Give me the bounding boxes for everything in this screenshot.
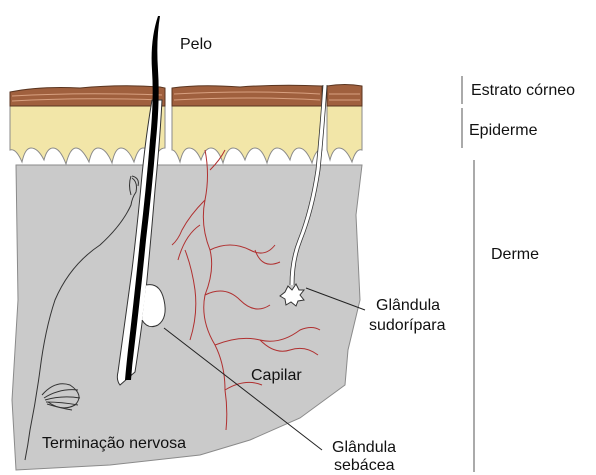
- stratum-corneum-right: [327, 85, 362, 107]
- label-glandula-sebacea-line1: Glândula: [332, 439, 396, 456]
- stratum-corneum-left: [10, 86, 165, 106]
- label-glandula-sebacea-line2: sebácea: [334, 457, 395, 474]
- label-derme: Derme: [491, 246, 539, 263]
- label-glandula-sudoripara-line2: sudorípara: [369, 317, 446, 334]
- epidermis-layer-right: [327, 106, 362, 162]
- epidermis-layer-left: [10, 106, 165, 164]
- label-estrato-corneo: Estrato córneo: [471, 82, 575, 99]
- label-epiderme: Epiderme: [469, 122, 538, 139]
- label-terminacao-nervosa: Terminação nervosa: [42, 435, 186, 452]
- label-pelo: Pelo: [180, 36, 212, 53]
- label-glandula-sudoripara-line1: Glândula: [376, 297, 440, 314]
- stratum-corneum-middle: [172, 85, 322, 106]
- label-capilar: Capilar: [251, 367, 302, 384]
- epidermis-layer-middle: [172, 106, 322, 163]
